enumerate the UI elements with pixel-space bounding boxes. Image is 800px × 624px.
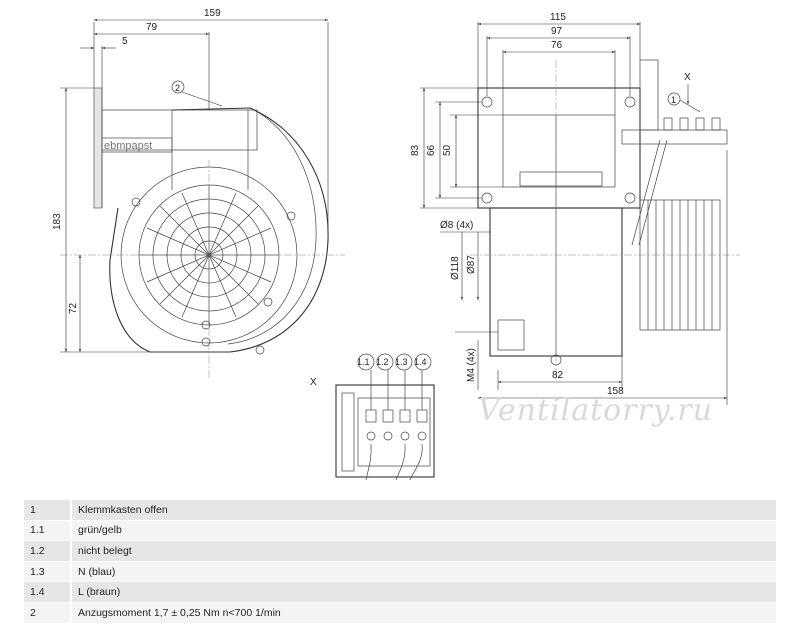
legend-text: Klemmkasten offen: [70, 500, 776, 521]
legend-row: 1 Klemmkasten offen: [24, 500, 776, 521]
legend-row: 1.1 grün/gelb: [24, 520, 776, 542]
dim-diameter-118: Ø118: [450, 256, 461, 280]
dim-115: 115: [550, 12, 566, 23]
dim-50: 50: [442, 144, 453, 156]
terminal-box-detail: [335, 353, 435, 481]
legend-key: 1.2: [24, 540, 71, 562]
terminal-label-1-1: 1.1: [357, 357, 370, 367]
dim-76: 76: [551, 40, 563, 51]
dim-158: 158: [607, 386, 624, 397]
terminal-label-1-4: 1.4: [414, 357, 427, 367]
dim-66: 66: [426, 144, 437, 156]
legend-table: 1 Klemmkasten offen 1.1 grün/gelb 1.2 ni…: [24, 500, 776, 624]
dim-thread-m4: M4 (4x): [466, 348, 477, 382]
legend-text: N (blau): [70, 561, 776, 583]
dim-83: 83: [410, 144, 421, 156]
view-marker-x-detail: X: [310, 377, 317, 388]
watermark: Ventilatorry.ru: [478, 393, 713, 428]
legend-row: 2 Anzugsmoment 1,7 ± 0,25 Nm n<700 1/min: [24, 602, 776, 624]
dim-97: 97: [551, 26, 563, 37]
dim-5: 5: [122, 36, 128, 47]
dim-79: 79: [146, 22, 158, 33]
legend-key: 1.3: [24, 561, 71, 583]
legend-text: nicht belegt: [70, 540, 776, 562]
dim-diameter-87: Ø87: [466, 255, 477, 274]
technical-drawing: ebmpapst: [52, 8, 740, 481]
dim-159: 159: [204, 8, 221, 19]
legend-key: 1.1: [24, 520, 71, 542]
legend-key: 1: [24, 500, 71, 521]
dim-72: 72: [68, 302, 79, 314]
dim-hole-8: Ø8 (4x): [440, 220, 473, 231]
legend-row: 1.2 nicht belegt: [24, 540, 776, 562]
view-marker-x: X: [684, 72, 691, 83]
legend-text: L (braun): [70, 581, 776, 603]
legend-row: 1.3 N (blau): [24, 561, 776, 583]
front-view: ebmpapst: [60, 18, 345, 378]
terminal-label-1-3: 1.3: [395, 357, 408, 367]
callout-2: 2: [175, 83, 180, 93]
side-view: [420, 22, 740, 405]
terminal-label-1-2: 1.2: [376, 357, 389, 367]
legend-key: 2: [24, 602, 71, 624]
legend-text: Anzugsmoment 1,7 ± 0,25 Nm n<700 1/min: [70, 602, 776, 624]
callout-1: 1: [671, 95, 676, 105]
legend-row: 1.4 L (braun): [24, 581, 776, 603]
brand-mark: ebmpapst: [104, 140, 152, 152]
legend-text: grün/gelb: [70, 520, 776, 542]
legend-key: 1.4: [24, 581, 71, 603]
dim-82: 82: [552, 370, 564, 381]
dim-183: 183: [52, 213, 63, 230]
